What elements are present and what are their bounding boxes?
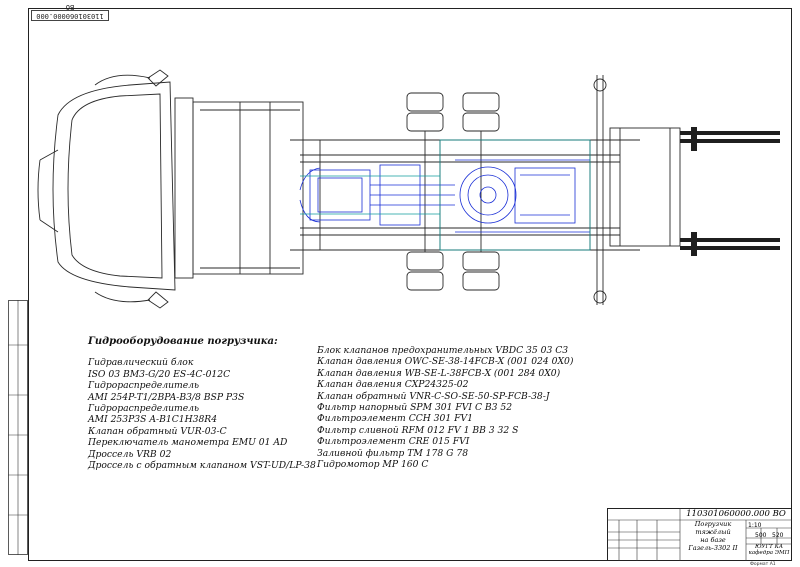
notes-right-line: Фильтроэлемент CRE 015 FVI (317, 436, 470, 448)
notes-right-line: Фильтр напорный SPM 301 FVI C B3 52 (317, 402, 513, 414)
drawing-name-line: Погрузчик тяжёлый (694, 520, 732, 536)
notes-left-line: Клапан обратный VUR-03-C (88, 425, 227, 437)
notes-right-line: Гидромотор MP 160 C (317, 459, 429, 471)
notes-title: Гидрооборудование погрузчика: (88, 336, 278, 347)
organization: ЮУГТ КА кафедра ЭМП (746, 544, 792, 556)
notes-right-line: Заливной фильтр TM 178 G 78 (317, 447, 469, 459)
organization-line: кафедра ЭМП (748, 550, 790, 556)
vehicle-plan-drawing (37, 69, 780, 309)
notes-left-line: AMI 253P3S A-B1C1H38R4 (88, 414, 218, 426)
notes-left-line: ISO 03 BM3-G/20 ES-4C-012C (88, 368, 231, 380)
notes-right-line: Клапан давления WB-SE-L-38FCB-X (001 284… (317, 367, 561, 379)
cab-outline (37, 69, 304, 309)
fork-mast (593, 75, 681, 305)
notes-right-line: Клапан обратный VNR-C-SO-SE-50-SP-FCB-38… (317, 390, 550, 402)
hydraulic-equipment (299, 159, 590, 233)
rear-wheels (406, 92, 500, 291)
notes-right-line: Фильтр сливной RFM 012 FV 1 BB 3 32 S (317, 424, 519, 436)
drawing-frame (28, 8, 792, 561)
notes-left-line: Переключатель манометра EMU 01 AD (88, 437, 288, 449)
organization-line: ЮУГТ КА (754, 544, 784, 550)
notes-left-line: Дроссель с обратным клапаном VST-UD/LP-3… (88, 460, 316, 472)
notes-left-line: Гидрораспределитель (88, 403, 200, 415)
notes-left-line: Дроссель VRB 02 (88, 448, 172, 460)
sheet-total: 520 (772, 532, 784, 539)
drawing-name: Погрузчик тяжёлый на базе Газель-3302 II (680, 520, 746, 552)
notes-right-line: Клапан давления CXP24325-02 (317, 379, 469, 391)
fork-tines (680, 127, 780, 256)
chassis-frame (290, 139, 640, 251)
title-block (607, 508, 792, 561)
notes-right-line: Клапан давления OWC-SE-38-14FCB-X (001 0… (317, 356, 574, 368)
hydraulic-equipment-list: Гидрооборудование погрузчика: Гидравличе… (88, 336, 316, 471)
valve-filter-list: Блок клапанов предохранительных VBDC 35 … (317, 345, 573, 470)
notes-left-line: AMI 254P-T1/2BPA-B3/8 BSP P3S (88, 391, 245, 403)
sheet-size: 500 (755, 532, 767, 539)
drawing-name-line: на базе Газель-3302 II (688, 536, 738, 552)
auxiliary-lines (300, 139, 591, 251)
notes-right-line: Фильтроэлемент CCH 301 FV1 (317, 413, 473, 425)
notes-left-line: Гидрораспределитель (88, 380, 200, 392)
margin-stamp-column (8, 300, 28, 555)
notes-left-line: Гидравлический блок (88, 357, 194, 369)
drawing-scale: 1:10 (748, 522, 762, 529)
drawing-code: 110301060000.000 ВО (686, 509, 786, 519)
notes-right-line: Блок клапанов предохранительных VBDC 35 … (317, 345, 569, 356)
